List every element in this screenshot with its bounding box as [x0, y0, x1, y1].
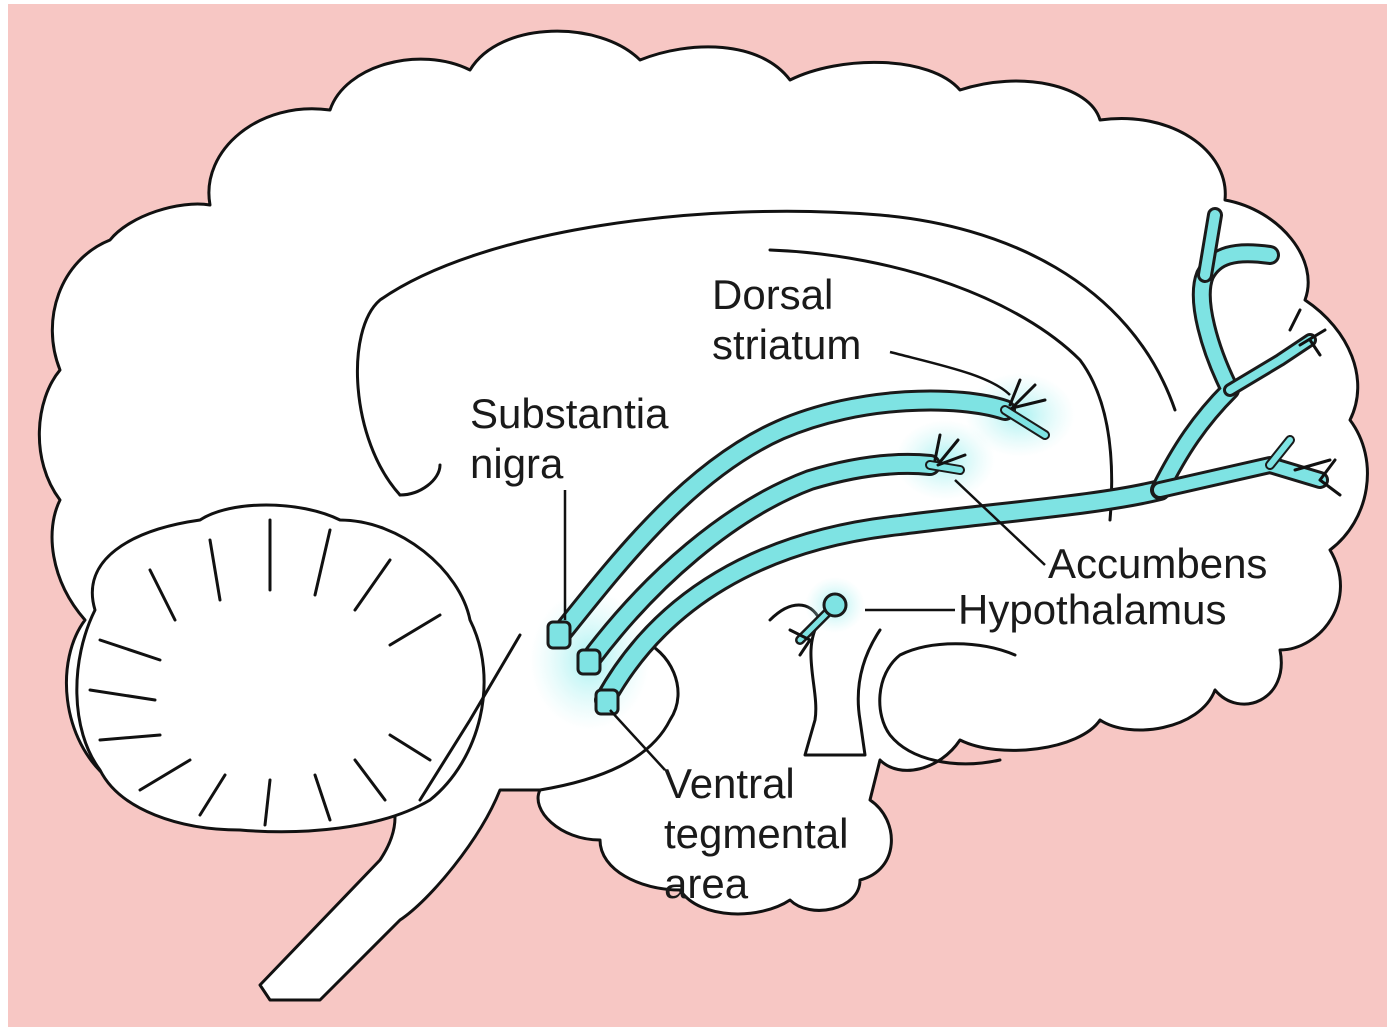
- accumbens-label: Accumbens: [1048, 540, 1267, 587]
- substantia-nigra-label-line2: nigra: [470, 440, 564, 487]
- cerebellum-outline: [77, 505, 484, 832]
- dorsal-striatum-label-line2: striatum: [712, 321, 861, 368]
- dorsal-striatum-label-line1: Dorsal: [712, 271, 833, 318]
- hypothalamus-label: Hypothalamus: [958, 586, 1226, 633]
- substantia-nigra-nucleus: [548, 622, 570, 648]
- vta-label-line2: tegmental: [664, 810, 848, 857]
- substantia-nigra-label-line1: Substantia: [470, 390, 669, 437]
- vta-label-line1: Ventral: [664, 760, 795, 807]
- vta-nucleus-2: [596, 690, 618, 714]
- vta-label-line3: area: [664, 860, 749, 907]
- vta-nucleus-1: [578, 650, 600, 674]
